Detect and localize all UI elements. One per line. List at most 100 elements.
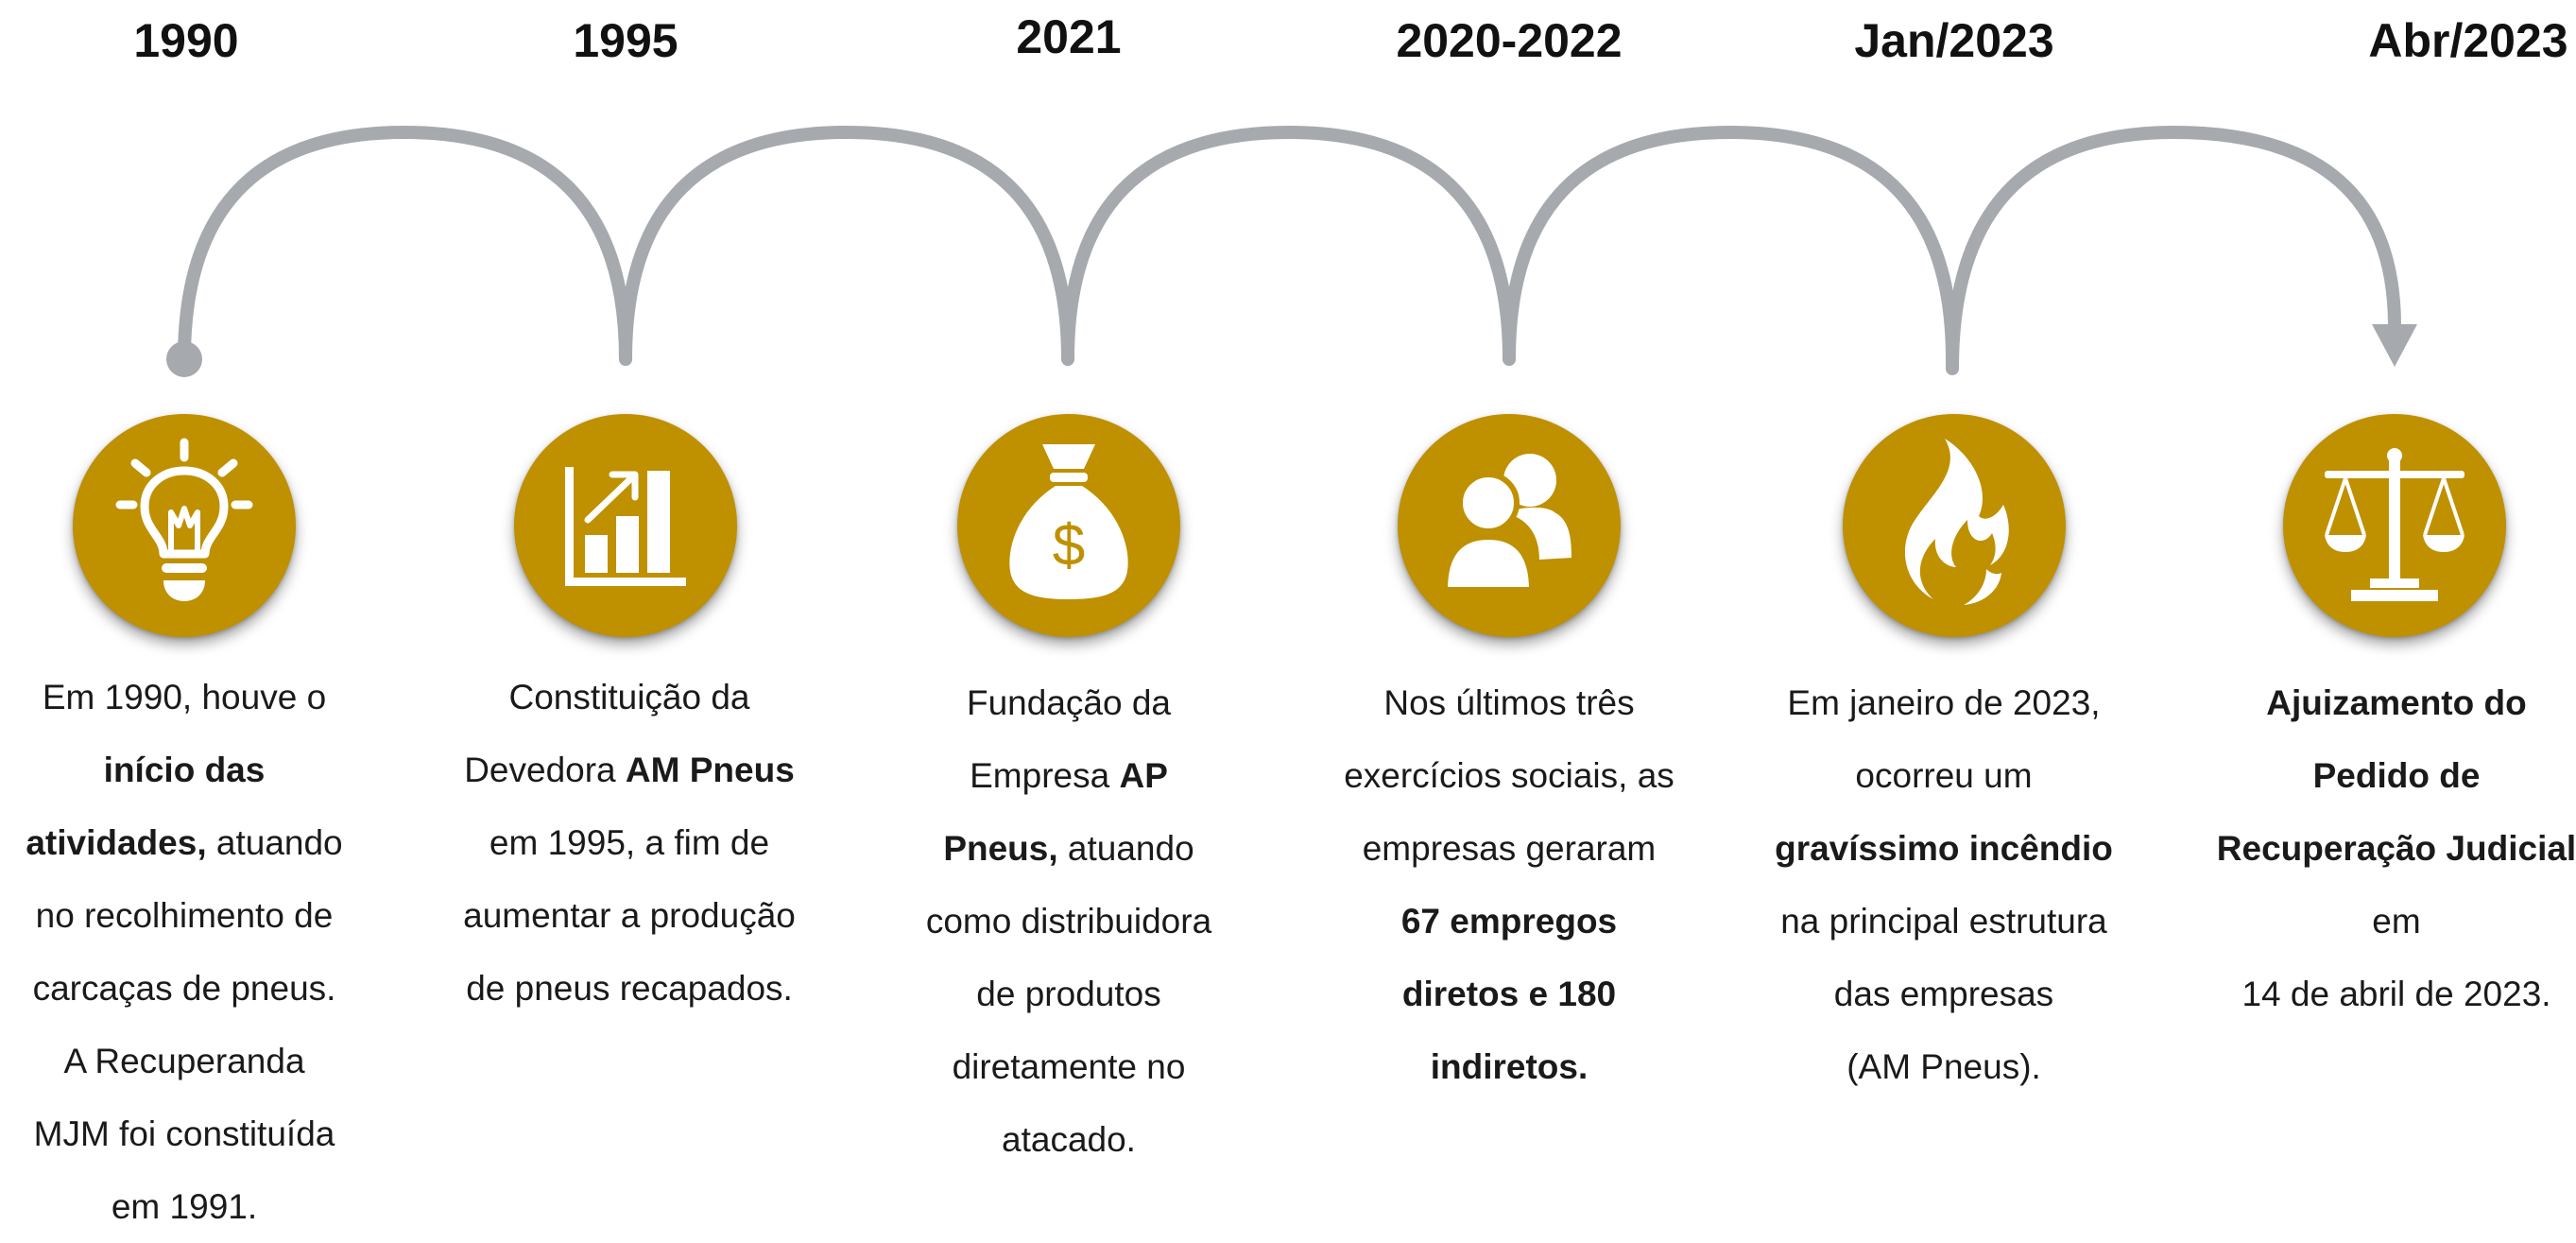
year-label-2: 1995 [573, 14, 678, 67]
description-line: Em janeiro de 2023, [1755, 666, 2133, 739]
year-label-6: Abr/2023 [2368, 14, 2568, 67]
description-bold-text: gravíssimo incêndio [1775, 829, 2113, 868]
description-text: em 1991. [111, 1187, 258, 1226]
description-line: em [2207, 885, 2576, 958]
milestone-circle-4 [1398, 414, 1621, 637]
description-text: atuando [206, 823, 343, 862]
year-label-4: 2020-2022 [1396, 14, 1623, 67]
description-bold-text: Pedido de [2312, 756, 2481, 795]
milestone-circle-1 [73, 414, 296, 637]
description-text: no recolhimento de [35, 896, 334, 935]
description-text: das empresas [1833, 975, 2054, 1013]
description-line: Recuperação Judicial [2207, 812, 2576, 885]
milestone-description-4: Nos últimos três exercícios sociais, as em… [1320, 666, 1698, 1103]
description-line: na principal estrutura [1755, 885, 2133, 958]
description-text: na principal estrutura [1780, 902, 2107, 941]
description-line: MJM foi constituída [0, 1097, 373, 1170]
description-text: exercícios sociais, as [1344, 756, 1674, 795]
description-text: 14 de abril de 2023. [2241, 975, 2551, 1013]
description-line: Constituição da [440, 661, 818, 734]
description-line: 67 empregos [1320, 885, 1698, 958]
description-line: Devedora AM Pneus [440, 734, 818, 806]
description-line: Fundação da [880, 666, 1258, 739]
description-text: de produtos [976, 975, 1161, 1013]
description-line: das empresas [1755, 958, 2133, 1030]
people-icon [1441, 454, 1571, 593]
description-line: Pedido de [2207, 739, 2576, 812]
growth-chart-icon [565, 467, 686, 586]
description-line: Nos últimos três [1320, 666, 1698, 739]
milestone-circle-2 [514, 414, 737, 637]
milestone-description-1: Em 1990, houve o início das atividades, at… [0, 661, 373, 1243]
description-line: 14 de abril de 2023. [2207, 958, 2576, 1030]
description-text: aumentar a produção [463, 896, 796, 935]
description-text: Constituição da [508, 678, 750, 716]
description-text: atuando [1057, 829, 1194, 868]
description-line: Ajuizamento do [2207, 666, 2576, 739]
description-text: MJM foi constituída [33, 1114, 335, 1153]
description-line: início das [0, 734, 373, 806]
description-line: Empresa AP [880, 739, 1258, 812]
description-bold-text: início das [103, 751, 266, 789]
description-text: Devedora [464, 751, 626, 789]
description-text: (AM Pneus). [1846, 1047, 2041, 1086]
connector-arc-5 [1946, 125, 2401, 375]
description-text: diretamente no [952, 1047, 1186, 1086]
description-line: Em 1990, houve o [0, 661, 373, 734]
description-line: indiretos. [1320, 1030, 1698, 1103]
fire-icon [1904, 439, 2009, 605]
description-text: atacado. [1002, 1120, 1136, 1159]
description-line: exercícios sociais, as [1320, 739, 1698, 812]
description-line: em 1995, a fim de [440, 806, 818, 879]
milestone-description-6: Ajuizamento do Pedido de Recuperação Judic… [2207, 666, 2576, 1030]
description-line: diretos e 180 [1320, 958, 1698, 1030]
connector-arc-1 [178, 125, 632, 366]
description-line: carcaças de pneus. [0, 952, 373, 1025]
description-line: de produtos [880, 958, 1258, 1030]
connector-arc-4 [1503, 125, 1959, 366]
year-label-3: 2021 [1016, 10, 1122, 63]
description-text: ocorreu um [1855, 756, 2033, 795]
description-line: atividades, atuando [0, 806, 373, 879]
description-bold-text: Ajuizamento do [2266, 683, 2527, 722]
description-bold-text: diretos e 180 [1401, 975, 1617, 1013]
connector-start-dot [166, 341, 202, 377]
lightbulb-icon [115, 438, 253, 601]
description-line: (AM Pneus). [1755, 1030, 2133, 1103]
description-line: aumentar a produção [440, 879, 818, 952]
description-bold-text: indiretos. [1430, 1047, 1589, 1086]
description-text: Em janeiro de 2023, [1787, 683, 2101, 722]
milestone-circle-3: $ [957, 414, 1180, 637]
description-bold-text: AP [1119, 756, 1168, 795]
description-line: no recolhimento de [0, 879, 373, 952]
description-text: como distribuidora [925, 902, 1212, 941]
year-label-1: 1990 [133, 14, 239, 67]
description-text: carcaças de pneus. [32, 969, 336, 1008]
milestone-description-5: Em janeiro de 2023, ocorreu um gravíssimo … [1755, 666, 2133, 1103]
money-bag-icon: $ [1009, 444, 1128, 599]
description-line: empresas geraram [1320, 812, 1698, 885]
description-text: empresas geraram [1362, 829, 1657, 868]
description-text: Empresa [970, 756, 1120, 795]
description-line: diretamente no [880, 1030, 1258, 1103]
connector-arc-2 [619, 125, 1074, 366]
milestone-circle-5 [1843, 414, 2066, 637]
description-text: Nos últimos três [1383, 683, 1635, 722]
description-line: gravíssimo incêndio [1755, 812, 2133, 885]
description-text: em 1995, a fim de [489, 823, 770, 862]
svg-text:$: $ [1053, 513, 1085, 578]
description-line: em 1991. [0, 1170, 373, 1243]
description-text: Em 1990, houve o [42, 678, 327, 716]
description-text: de pneus recapados. [466, 969, 793, 1008]
description-bold-text: atividades, [26, 823, 207, 862]
description-line: ocorreu um [1755, 739, 2133, 812]
description-text: A Recuperanda [63, 1042, 305, 1080]
description-bold-text: AM Pneus [625, 751, 795, 789]
description-line: Pneus, atuando [880, 812, 1258, 885]
connector-arc-3 [1061, 125, 1516, 366]
description-line: de pneus recapados. [440, 952, 818, 1025]
connector-arrowhead [2372, 324, 2417, 367]
description-line: atacado. [880, 1103, 1258, 1176]
